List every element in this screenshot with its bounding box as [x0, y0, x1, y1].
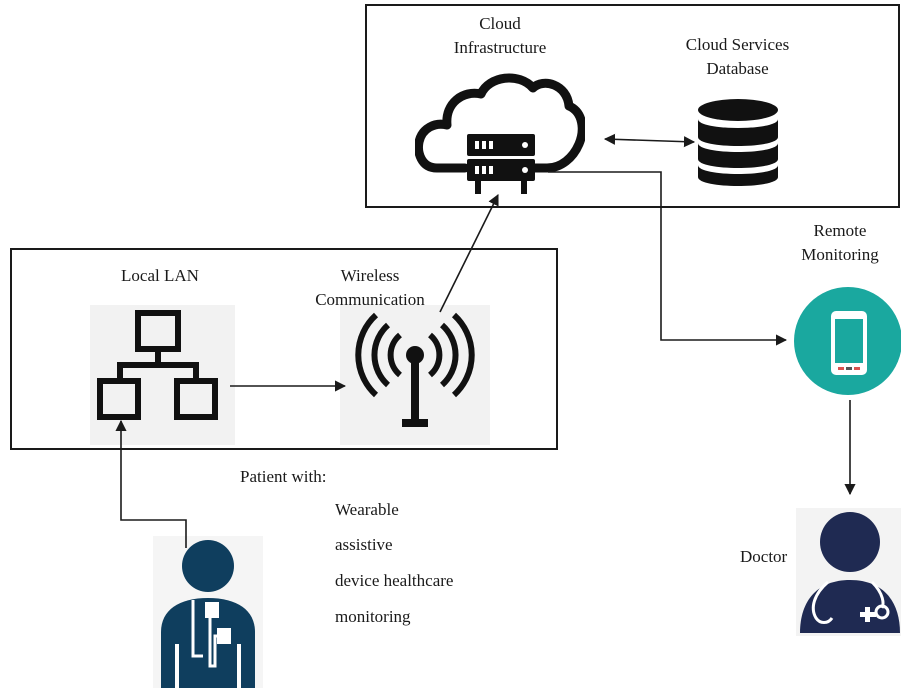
smartphone-icon — [794, 287, 901, 395]
patient-heading: Patient with: — [240, 467, 327, 486]
cloud-infrastructure-label: Cloud Infrastructure — [453, 14, 547, 57]
cloud-monitoring-arrow — [548, 171, 788, 346]
wireless-antenna-icon — [340, 305, 490, 445]
local-lan-box — [10, 248, 558, 450]
doctor-label: Doctor — [740, 547, 788, 566]
patient-icon — [153, 536, 263, 688]
wireless-cloud-arrow — [439, 193, 499, 313]
wireless-communication-label: Wireless Communication — [315, 266, 425, 309]
patient-line-3: device healthcare — [335, 571, 454, 590]
cloud-database-arrow — [603, 133, 696, 148]
cloud-database-label: Cloud Services Database — [685, 35, 790, 78]
local-lan-label: Local LAN — [121, 266, 199, 285]
patient-line-1: Wearable — [335, 500, 399, 519]
database-icon — [698, 99, 778, 186]
doctor-icon — [796, 508, 901, 636]
patient-line-2: assistive — [335, 535, 393, 554]
cloud-infrastructure-box — [365, 4, 900, 208]
patient-line-4: monitoring — [335, 607, 411, 626]
patient-lan-arrow — [115, 419, 187, 548]
remote-monitoring-label: Remote Monitoring — [801, 221, 879, 264]
cloud-server-icon — [415, 73, 585, 194]
network-lan-icon — [90, 305, 235, 445]
